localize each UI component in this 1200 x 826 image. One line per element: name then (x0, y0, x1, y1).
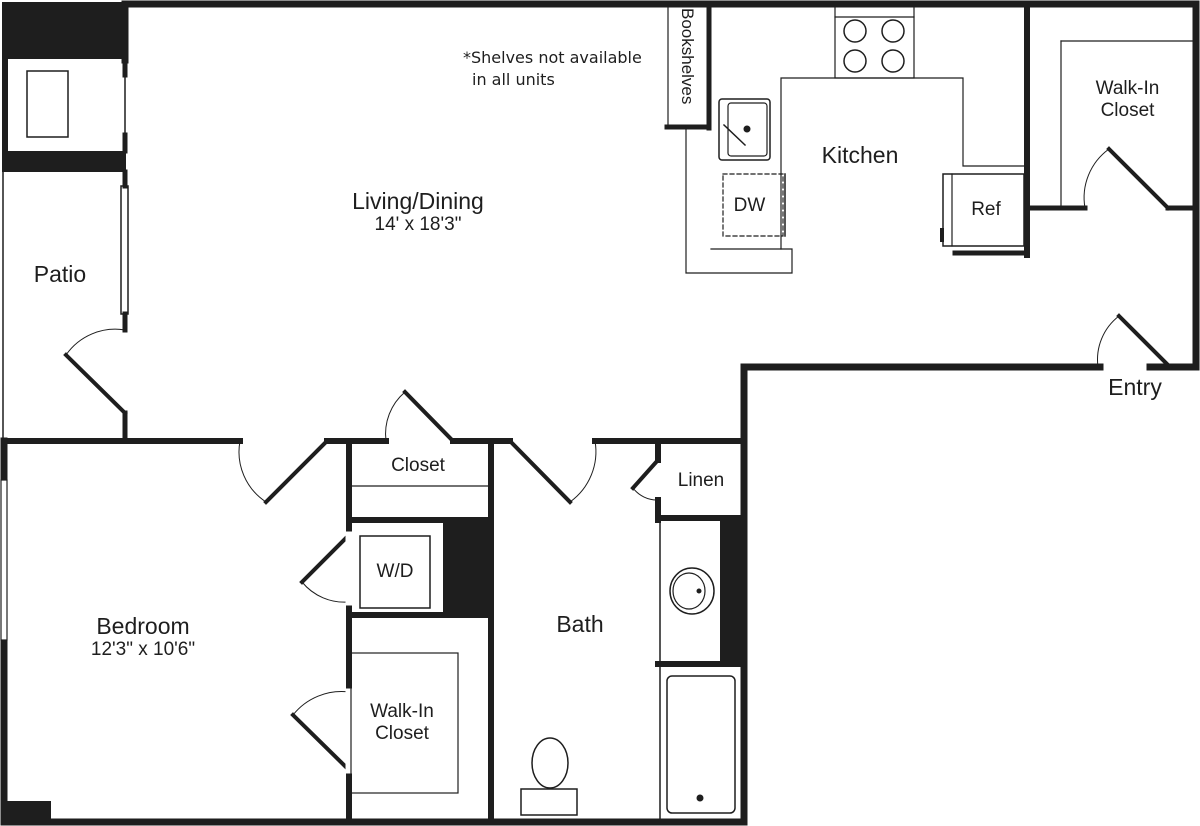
closet-shelf (350, 652, 459, 794)
bedroom-window (0, 479, 8, 641)
kitchen-sink (718, 98, 771, 161)
bedroom-dimensions: 12'3" x 10'6" (90, 639, 196, 661)
stove (834, 5, 915, 79)
hvac-block-bottom (2, 151, 126, 172)
hvac-block-top (2, 2, 126, 59)
entry-label: Entry (1108, 374, 1162, 400)
bathtub (666, 675, 736, 814)
shelves-note: *Shelves not available in all units (463, 48, 642, 90)
closet-label: Closet (391, 455, 445, 476)
dishwasher-label: DW (733, 195, 766, 216)
toilet (531, 737, 569, 789)
ac-unit (26, 70, 69, 138)
bookshelves-label: Bookshelves (678, 8, 697, 105)
washer-dryer-label: W/D (376, 561, 414, 582)
patio-window (120, 185, 129, 315)
bedroom-corner-block (4, 801, 51, 823)
bedroom-label: Bedroom 12'3" x 10'6" (63, 613, 223, 661)
kitchen-label: Kitchen (821, 142, 899, 168)
living-dining-dimensions: 14' x 18'3" (374, 214, 462, 236)
refrigerator-label: Ref (971, 199, 1001, 220)
dishwasher (722, 173, 784, 237)
walkin-closet-entry-label: Walk-In Closet (1095, 78, 1160, 121)
patio-label: Patio (33, 261, 87, 287)
walkin-closet-bedroom-label: Walk-In Closet (370, 701, 434, 744)
refrigerator (942, 173, 1025, 247)
sink-bath (669, 567, 715, 615)
bath-label: Bath (556, 611, 604, 637)
linen-label: Linen (677, 470, 725, 491)
kitchen-counter-left (685, 126, 793, 274)
washer-dryer (359, 535, 431, 609)
living-dining-label: Living/Dining 14' x 18'3" (318, 188, 518, 236)
